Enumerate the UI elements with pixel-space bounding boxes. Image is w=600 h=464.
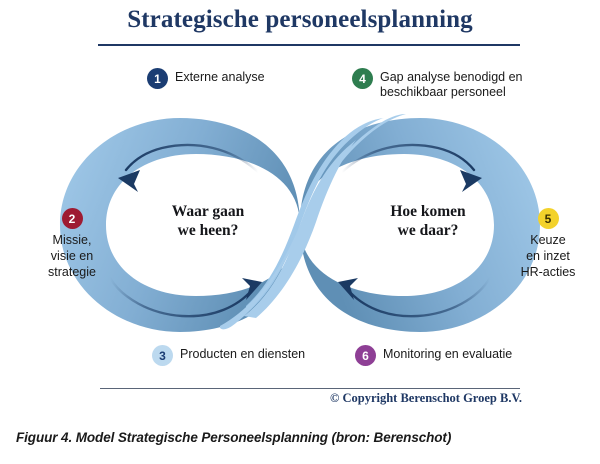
loop-left-lobe [60,118,300,332]
loop-inner-holes [124,183,476,267]
copyright-notice: © Copyright Berenschot Groep B.V. [330,391,522,405]
right-lobe-band [300,118,540,332]
step-3[interactable]: 3 Producten en diensten [152,345,305,366]
step-4-label: Gap analyse benodigd en beschikbaar pers… [380,70,523,100]
step-1-label: Externe analyse [175,70,265,84]
arrow-top-left-head [118,170,140,192]
step-5-label: Keuze en inzet HR-acties [520,233,576,279]
left-lobe-band [60,118,300,332]
loop-caption-left: Waar gaan we heen? [171,203,245,239]
arrow-top-right-curve [340,143,476,174]
step-2[interactable]: 2 Missie, visie en strategie [26,208,118,280]
step-6[interactable]: 6 Monitoring en evaluatie [355,345,512,366]
step-4-number-badge: 4 [352,68,373,89]
arrow-bottom-right-curve [346,276,492,318]
step-5[interactable]: 5 Keuze en inzet HR-acties [502,208,594,280]
loop-caption-right: Hoe komen we daar? [390,203,466,239]
page-title: Strategische personeelsplanning [127,6,473,33]
step-3-number-badge: 3 [152,345,173,366]
loop-right-lobe [300,118,540,332]
step-1[interactable]: 1 Externe analyse [147,68,265,89]
step-1-number-badge: 1 [147,68,168,89]
figure-caption: Figuur 4. Model Strategische Personeelsp… [16,430,452,445]
infinity-loop-diagram [60,114,540,332]
loop-arrows [108,143,492,318]
footer-rule [100,388,520,389]
left-hole [124,183,248,267]
arrow-top-left-curve [124,143,260,174]
step-6-number-badge: 6 [355,345,376,366]
step-4[interactable]: 4 Gap analyse benodigd en beschikbaar pe… [352,68,522,101]
step-2-label: Missie, visie en strategie [48,233,96,279]
step-2-number-badge: 2 [61,208,83,229]
step-3-label: Producten en diensten [180,347,306,361]
arrow-bottom-right-head [338,278,358,300]
right-hole [352,183,476,267]
loop-crossover [220,114,406,330]
title-underline-rule [98,44,520,46]
arrow-top-right-head [460,170,482,192]
arrow-bottom-left-curve [108,276,254,318]
step-5-number-badge: 5 [537,208,559,229]
arrow-bottom-left-head [242,278,262,300]
step-6-label: Monitoring en evaluatie [383,347,513,361]
